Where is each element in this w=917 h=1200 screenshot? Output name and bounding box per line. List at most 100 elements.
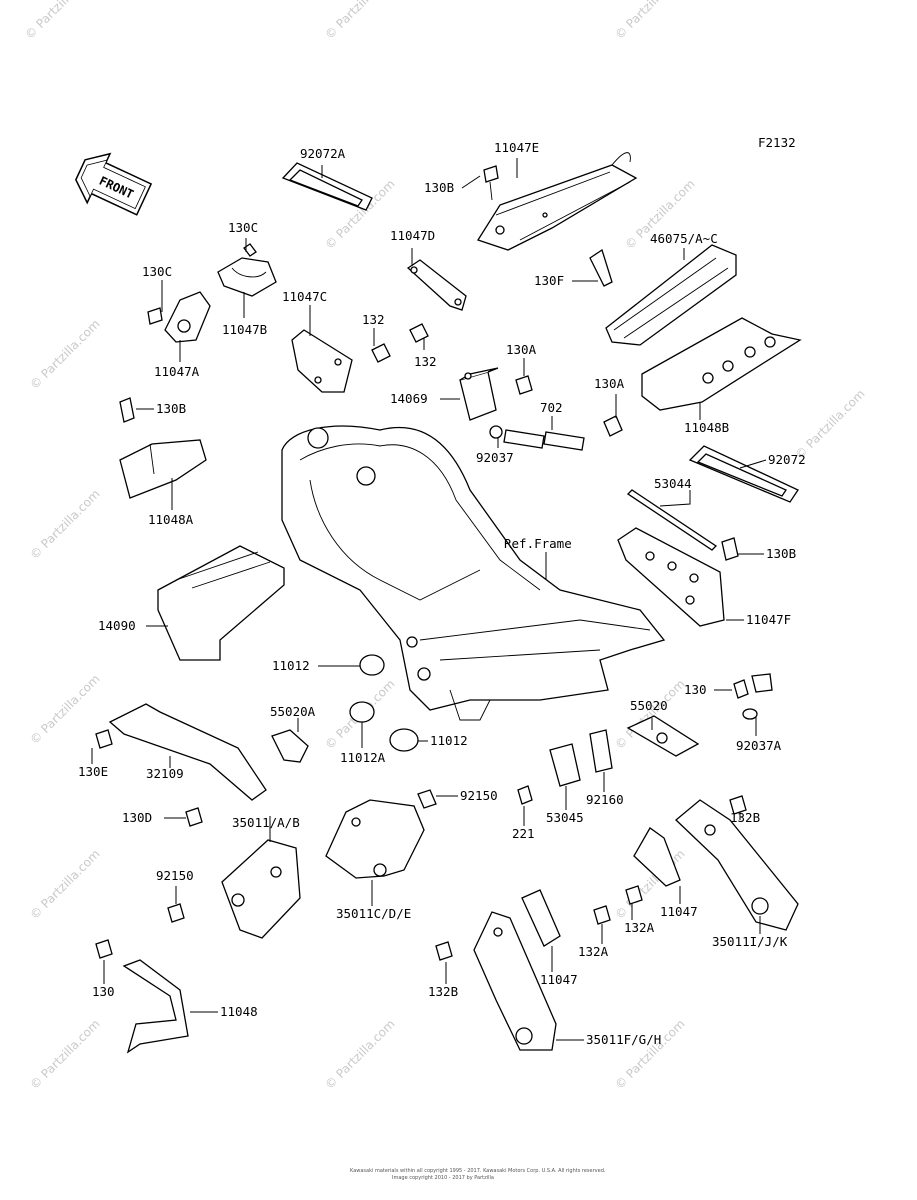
part-46075 — [605, 244, 737, 346]
label-55020A: 55020A — [270, 704, 316, 719]
label-130F: 130F — [534, 273, 564, 288]
label-11047F: 11047F — [746, 612, 791, 627]
label-92037A: 92037A — [736, 738, 782, 753]
part-92037A — [742, 708, 758, 720]
watermark: © Partzilla.com — [612, 1017, 687, 1092]
watermark: © Partzilla.com — [322, 1017, 397, 1092]
part-11047-a — [633, 827, 681, 887]
bolt-132-b — [409, 323, 429, 343]
bolt-130B-right — [721, 537, 739, 561]
label-130: 130 — [684, 682, 707, 697]
label-132B-a: 132B — [730, 810, 760, 825]
part-35011IJK — [675, 799, 799, 931]
part-55020A — [271, 729, 309, 763]
part-11047D — [406, 259, 467, 311]
label-130B-right: 130B — [766, 546, 796, 561]
part-92072 — [688, 445, 799, 503]
label-46075: 46075/A~C — [650, 231, 718, 246]
label-14090: 14090 — [98, 618, 136, 633]
label-11048A: 11048A — [148, 512, 194, 527]
label-35011FGH: 35011F/G/H — [586, 1032, 661, 1047]
label-11047-a: 11047 — [660, 904, 698, 919]
label-11012A: 11012A — [340, 750, 386, 765]
label-132B-b: 132B — [428, 984, 458, 999]
label-35011CDE: 35011C/D/E — [336, 906, 411, 921]
label-130B-left: 130B — [156, 401, 186, 416]
watermark: © Partzilla.com — [322, 0, 397, 42]
watermark: © Partzilla.com — [22, 0, 97, 42]
label-221: 221 — [512, 826, 535, 841]
label-92150-b: 92150 — [156, 868, 194, 883]
bolt-132B-b — [435, 941, 453, 961]
bolt-130B-left — [119, 397, 135, 423]
bolt-132A-b — [593, 905, 611, 925]
label-132A-b: 132A — [578, 944, 609, 959]
part-53044 — [626, 489, 718, 551]
label-53045: 53045 — [546, 810, 584, 825]
part-11048 — [122, 959, 189, 1054]
bolt-130D — [185, 807, 203, 827]
label-92072A: 92072A — [300, 146, 346, 161]
label-132-b: 132 — [414, 354, 437, 369]
part-14069 — [459, 367, 499, 421]
label-130-lower: 130 — [92, 984, 115, 999]
bolt-130-lower — [95, 939, 113, 959]
part-11047F — [617, 527, 725, 627]
bolt-132A-a — [625, 885, 643, 905]
label-11047E: 11047E — [494, 140, 539, 155]
label-92160: 92160 — [586, 792, 624, 807]
label-92037: 92037 — [476, 450, 514, 465]
part-35011AB — [221, 839, 301, 939]
watermark: © Partzilla.com — [27, 672, 102, 747]
label-130C-a: 130C — [228, 220, 258, 235]
part-11012-a — [359, 654, 385, 676]
label-11012-a: 11012 — [272, 658, 310, 673]
watermark: © Partzilla.com — [27, 487, 102, 562]
label-ref-frame: Ref.Frame — [504, 536, 572, 551]
label-11047A: 11047A — [154, 364, 200, 379]
part-702 — [503, 429, 585, 451]
watermark: © Partzilla.com — [27, 1017, 102, 1092]
bolt-130E — [95, 729, 113, 749]
figure-code: F2132 — [758, 135, 796, 150]
label-130A-a: 130A — [506, 342, 537, 357]
label-53044: 53044 — [654, 476, 692, 491]
bolt-130B-top — [483, 165, 499, 201]
label-130E: 130E — [78, 764, 108, 779]
label-11048B: 11048B — [684, 420, 729, 435]
callout-labels: 92072A 11047E 130B 130C 130C 11047B 1104… — [78, 140, 806, 1047]
label-132A-a: 132A — [624, 920, 655, 935]
part-92072A — [281, 162, 373, 211]
part-11047-b — [521, 889, 561, 947]
label-130B-top: 130B — [424, 180, 454, 195]
label-35011IJK: 35011I/J/K — [712, 934, 788, 949]
copyright-line-1: Kawasaki materials within all copyright … — [350, 1168, 606, 1174]
part-35011FGH — [473, 911, 557, 1051]
label-55020: 55020 — [630, 698, 668, 713]
part-14090 — [157, 545, 285, 661]
watermark: © Partzilla.com — [792, 387, 867, 462]
label-92072: 92072 — [768, 452, 806, 467]
part-92037 — [489, 425, 503, 439]
leader-lines — [91, 158, 767, 1041]
bolt-132-a — [371, 343, 391, 363]
label-132-a: 132 — [362, 312, 385, 327]
part-53045 — [549, 743, 581, 787]
bolt-221 — [517, 785, 533, 805]
part-92160 — [589, 729, 613, 773]
bolt-130-right — [733, 673, 773, 699]
part-32109 — [108, 703, 267, 801]
bolt-92150-a — [417, 789, 437, 809]
part-11048A — [119, 439, 207, 499]
label-11047C: 11047C — [282, 289, 327, 304]
label-130D: 130D — [122, 810, 152, 825]
part-11048B — [641, 317, 802, 411]
watermark: © Partzilla.com — [27, 847, 102, 922]
label-130A-b: 130A — [594, 376, 625, 391]
bolt-130A-a — [515, 375, 533, 395]
label-702: 702 — [540, 400, 563, 415]
part-55020 — [626, 715, 700, 757]
label-92150-a: 92150 — [460, 788, 498, 803]
